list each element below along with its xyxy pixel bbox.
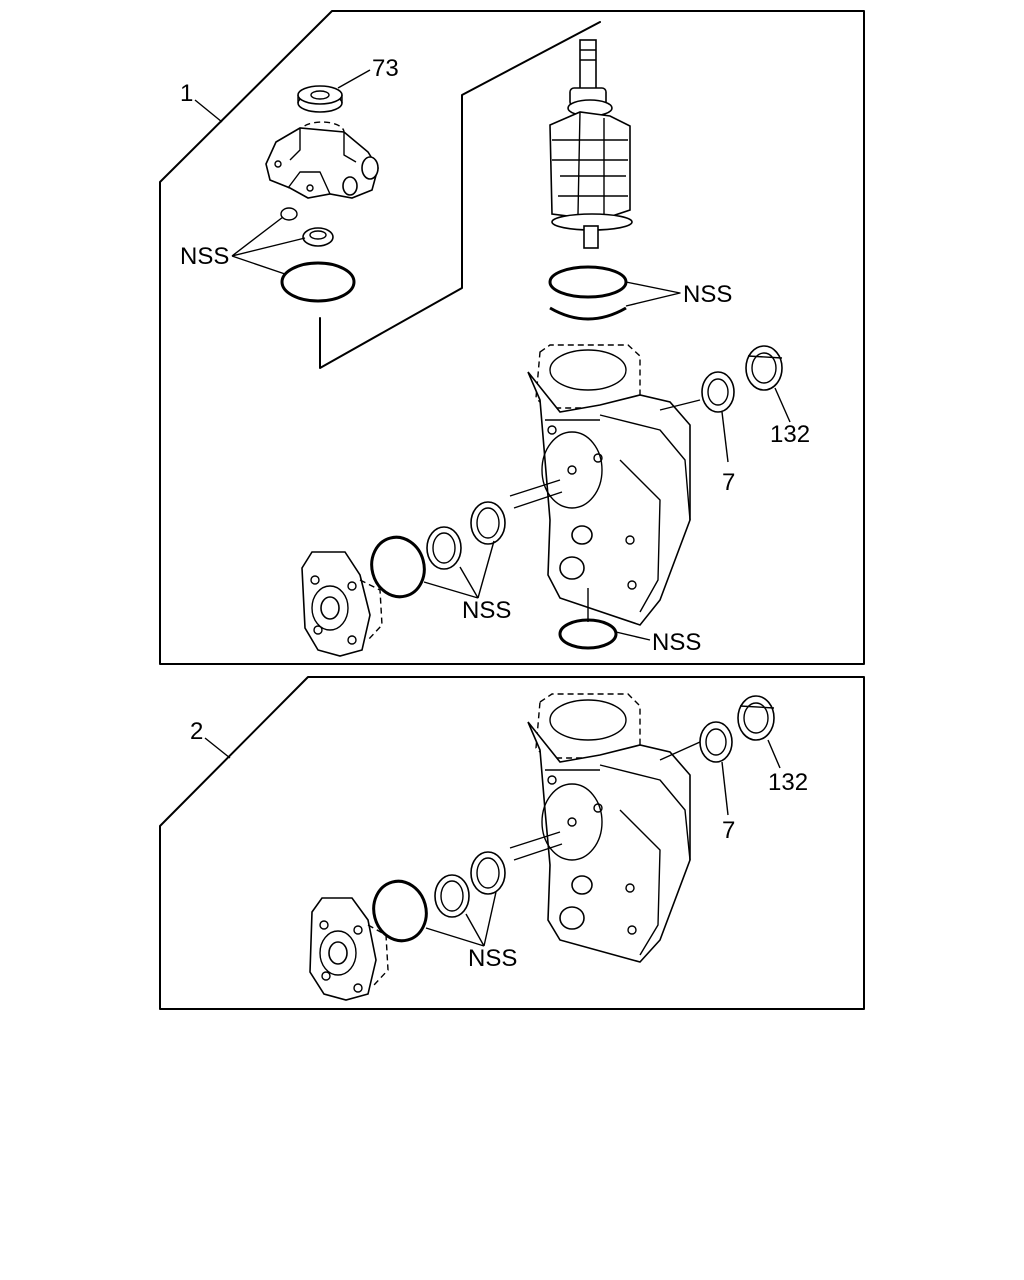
side-cover-1	[301, 551, 383, 657]
small-o-ring	[280, 207, 298, 221]
oil-seal-small	[302, 227, 334, 247]
seal-7-2	[699, 721, 733, 763]
seal-7	[701, 371, 735, 413]
oil-seal-front-1-2	[470, 851, 506, 895]
callout-2: 2	[190, 718, 203, 745]
side-cover-2	[309, 897, 389, 1001]
oil-seal-front-2-2	[434, 874, 470, 918]
o-ring-large	[280, 261, 356, 303]
piston-ring-2	[549, 306, 627, 321]
label-nss-front-seals-2: NSS	[468, 945, 517, 972]
panel-2-frame	[159, 676, 865, 1010]
oil-seal-front-2	[426, 526, 462, 570]
seal-132-2	[737, 695, 775, 741]
label-132-2: 132	[768, 769, 808, 796]
label-7: 7	[722, 469, 735, 496]
nss-front-seals-leaders	[423, 540, 495, 599]
nss-rings-leaders	[625, 281, 681, 307]
label-nss-rings: NSS	[683, 281, 732, 308]
label-nss-bottom: NSS	[652, 629, 701, 656]
seal-132	[745, 345, 783, 391]
gear-housing-2	[509, 693, 701, 963]
label-7-2: 7	[722, 817, 735, 844]
label-73-leader	[337, 69, 371, 89]
o-ring-front	[370, 535, 426, 599]
label-7-leader	[721, 411, 729, 463]
callout-2-leader	[204, 737, 231, 759]
nss-top-left-leaders	[231, 216, 306, 275]
gear-housing-1	[509, 344, 701, 626]
oil-seal-front-1	[470, 501, 506, 545]
label-132: 132	[770, 421, 810, 448]
nss-bottom-leader	[615, 631, 651, 641]
label-132-leader	[774, 387, 791, 423]
subassembly-bracket	[319, 21, 601, 369]
callout-1-leader	[194, 99, 223, 123]
label-73: 73	[372, 55, 399, 82]
label-nss-top-left: NSS	[180, 243, 229, 270]
o-ring-bottom	[558, 618, 618, 650]
label-132-2-leader	[767, 739, 781, 769]
o-ring-front-2	[372, 879, 428, 943]
nss-front-seals-2-leaders	[425, 891, 497, 947]
piston-ring-1	[548, 265, 628, 299]
worm-shaft-assembly	[549, 39, 633, 249]
label-7-2-leader	[721, 761, 729, 816]
panel-2: 2 7	[159, 676, 865, 1010]
pad	[297, 85, 343, 113]
label-nss-front-seals: NSS	[462, 597, 511, 624]
callout-1: 1	[180, 80, 193, 107]
panel-1: 1 73 NSS	[159, 10, 865, 665]
valve-housing	[265, 121, 379, 199]
panel-1-frame	[159, 10, 865, 665]
